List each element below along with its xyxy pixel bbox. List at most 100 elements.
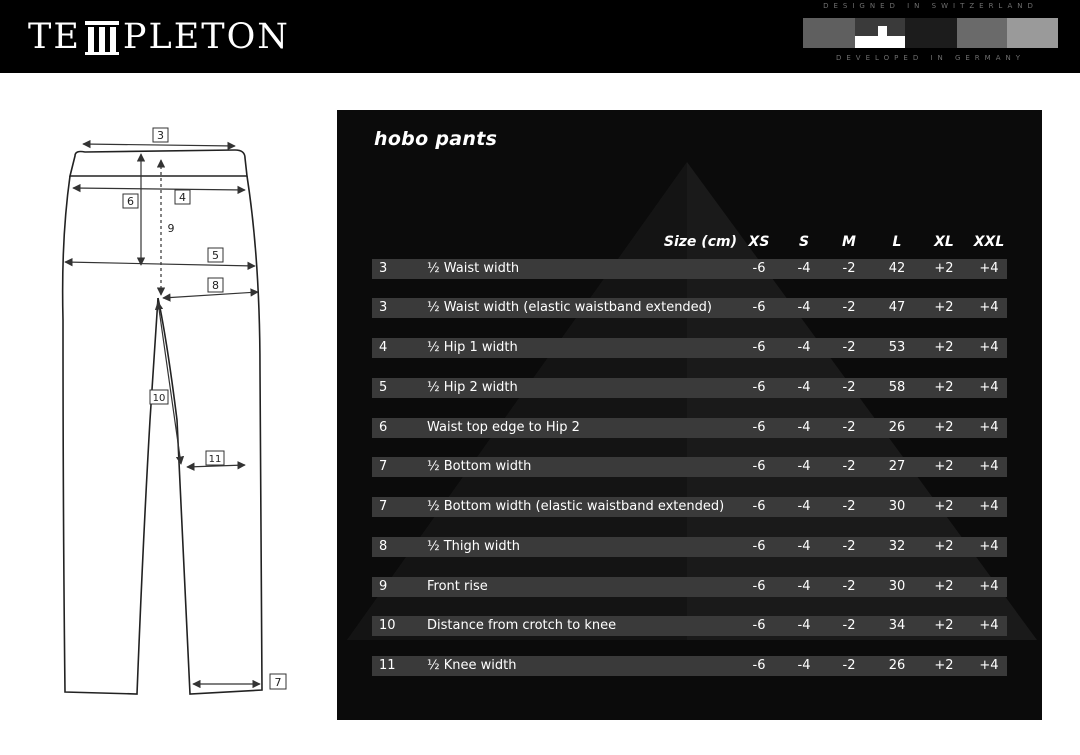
row-value-l: 26: [888, 658, 906, 673]
row-value-xs: -6: [752, 459, 766, 474]
row-measure-label: Front rise: [427, 579, 488, 594]
row-measure-number: 10: [379, 618, 396, 633]
row-value-m: -2: [842, 459, 856, 474]
row-measure-label: ½ Hip 2 width: [427, 380, 518, 395]
diagram-label-10: 10: [153, 393, 166, 404]
brand-text-right: PLETON: [122, 16, 290, 57]
diagram-label-9: 9: [168, 222, 175, 235]
row-measure-number: 5: [379, 380, 388, 395]
row-measure-label: ½ Bottom width: [427, 459, 532, 474]
row-measure-number: 6: [379, 420, 388, 435]
row-value-xl: +2: [934, 618, 954, 633]
diagram-label-8: 8: [212, 279, 219, 292]
row-value-l: 34: [888, 618, 906, 633]
row-value-l: 53: [888, 340, 906, 355]
row-value-xxl: +4: [979, 499, 999, 514]
row-measure-number: 7: [379, 459, 388, 474]
row-value-xs: -6: [752, 539, 766, 554]
row-value-xxl: +4: [979, 618, 999, 633]
row-value-xs: -6: [752, 380, 766, 395]
row-value-m: -2: [842, 300, 856, 315]
row-measure-label: ½ Thigh width: [427, 539, 520, 554]
brand-logo[interactable]: TE PLETON: [28, 17, 290, 57]
row-measure-label: ½ Knee width: [427, 658, 517, 673]
row-value-s: -4: [797, 340, 811, 355]
flag-blocks-icon: [803, 18, 1058, 48]
row-value-xxl: +4: [979, 459, 999, 474]
row-value-m: -2: [842, 539, 856, 554]
row-value-xl: +2: [934, 261, 954, 276]
row-value-xxl: +4: [979, 300, 999, 315]
pants-measurement-diagram: 3 6 4 9 5 8 10 11 7: [61, 127, 287, 695]
row-value-xl: +2: [934, 579, 954, 594]
row-value-s: -4: [797, 459, 811, 474]
row-value-l: 30: [888, 499, 906, 514]
background-triangle-decoration: [347, 162, 1037, 640]
size-column-xl: XL: [934, 234, 954, 250]
row-value-xxl: +4: [979, 658, 999, 673]
header-bar: TE PLETON DESIGNED IN SWITZERLAND DEVELO…: [0, 0, 1080, 73]
row-measure-number: 9: [379, 579, 388, 594]
size-column-m: M: [842, 234, 856, 250]
row-value-l: 32: [888, 539, 906, 554]
row-value-xxl: +4: [979, 420, 999, 435]
row-value-xl: +2: [934, 658, 954, 673]
size-column-l: L: [892, 234, 902, 250]
row-value-m: -2: [842, 340, 856, 355]
table-row: 11 ½ Knee width -6 -4 -2 26 +2 +4: [372, 656, 1007, 676]
row-value-xxl: +4: [979, 579, 999, 594]
tagline-top: DESIGNED IN SWITZERLAND: [823, 2, 1038, 10]
diagram-label-5: 5: [212, 249, 219, 262]
row-value-l: 27: [888, 459, 906, 474]
row-measure-label: ½ Waist width: [427, 261, 520, 276]
diagram-label-3: 3: [157, 129, 164, 142]
row-value-s: -4: [797, 300, 811, 315]
row-value-xs: -6: [752, 618, 766, 633]
row-value-m: -2: [842, 380, 856, 395]
row-value-xl: +2: [934, 420, 954, 435]
row-value-xl: +2: [934, 459, 954, 474]
row-value-s: -4: [797, 658, 811, 673]
diagram-label-11: 11: [209, 454, 222, 465]
row-value-m: -2: [842, 420, 856, 435]
row-value-xl: +2: [934, 380, 954, 395]
row-measure-number: 3: [379, 300, 388, 315]
row-value-xs: -6: [752, 261, 766, 276]
row-value-xs: -6: [752, 658, 766, 673]
size-column-xxl: XXL: [973, 234, 1005, 250]
product-title: hobo pants: [374, 128, 498, 150]
row-value-xs: -6: [752, 499, 766, 514]
size-column-s: S: [798, 234, 810, 250]
size-header-label: Size (cm): [663, 234, 737, 250]
temple-logo-icon: [84, 21, 119, 55]
size-column-xs: XS: [748, 234, 770, 250]
row-value-xxl: +4: [979, 261, 999, 276]
row-value-s: -4: [797, 618, 811, 633]
row-value-xl: +2: [934, 499, 954, 514]
row-value-l: 58: [888, 380, 906, 395]
row-measure-label: Waist top edge to Hip 2: [427, 420, 580, 435]
row-value-l: 42: [888, 261, 906, 276]
row-value-m: -2: [842, 618, 856, 633]
row-value-xs: -6: [752, 420, 766, 435]
row-value-xs: -6: [752, 300, 766, 315]
row-value-l: 30: [888, 579, 906, 594]
row-value-xxl: +4: [979, 340, 999, 355]
diagram-label-6: 6: [127, 195, 134, 208]
row-value-m: -2: [842, 658, 856, 673]
row-value-xs: -6: [752, 579, 766, 594]
row-measure-number: 7: [379, 499, 388, 514]
row-value-s: -4: [797, 261, 811, 276]
table-row: 7 ½ Bottom width -6 -4 -2 27 +2 +4: [372, 457, 1007, 477]
row-value-xl: +2: [934, 300, 954, 315]
row-measure-number: 11: [379, 658, 396, 673]
